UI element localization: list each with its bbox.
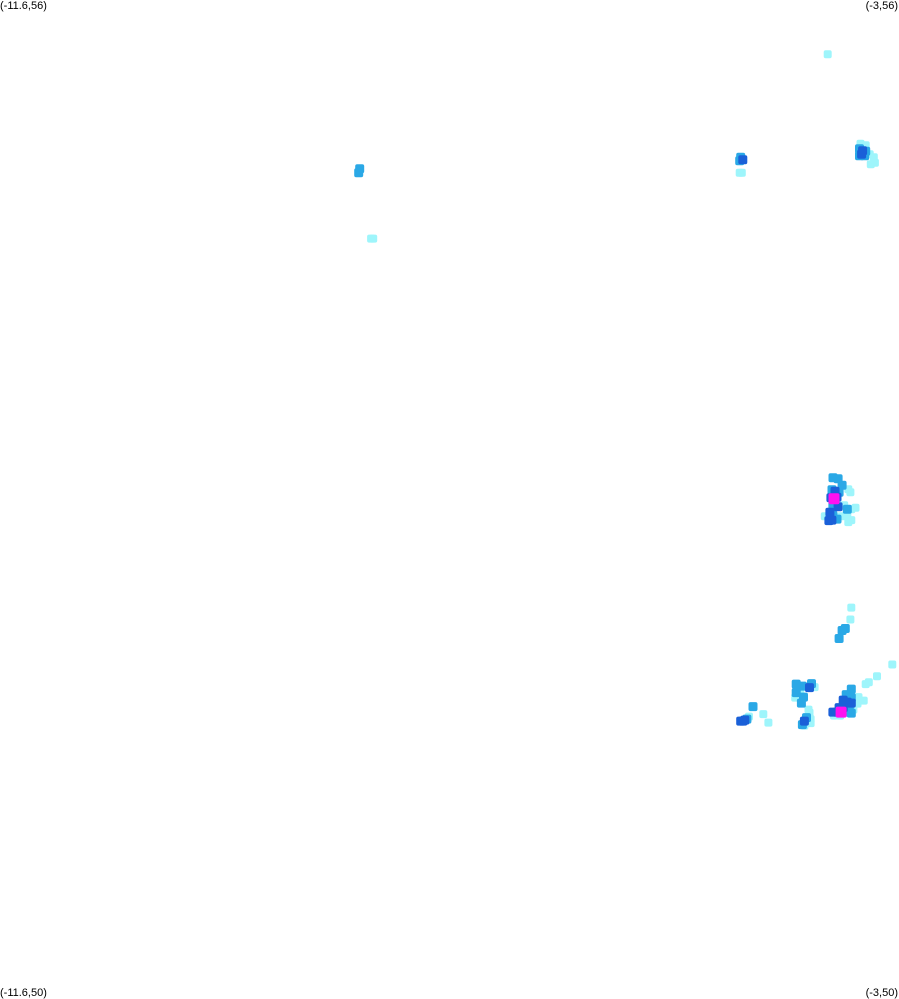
density-cell-mid	[837, 480, 847, 490]
density-cell-low	[844, 518, 853, 527]
density-cell-low	[873, 672, 881, 681]
density-cell-low	[735, 168, 744, 177]
density-cell-high	[825, 507, 835, 517]
density-cell-low	[846, 488, 855, 497]
density-cell-mid	[834, 634, 844, 643]
density-cell-mid	[748, 702, 758, 712]
density-cell-high	[846, 698, 856, 708]
density-cell-high	[805, 683, 814, 693]
density-cell-low	[854, 693, 863, 702]
corner-label-top-left: (-11.6,56)	[0, 0, 47, 12]
density-cell-low	[823, 50, 832, 59]
density-cell-layer	[354, 50, 897, 730]
density-cell-mid	[796, 698, 806, 708]
density-cell-low	[861, 680, 870, 689]
density-cell-low	[851, 503, 860, 512]
density-cell-high	[738, 155, 748, 165]
density-cell-low	[759, 710, 768, 719]
density-cell-mid	[355, 164, 365, 174]
density-cell-mid	[842, 504, 852, 514]
density-cell-low	[847, 603, 856, 612]
density-cell-low	[870, 158, 879, 167]
density-cell-high	[833, 502, 843, 512]
density-cell-low	[764, 718, 773, 727]
density-cell-high	[828, 707, 838, 717]
density-cell-low	[888, 660, 897, 669]
density-cell-low	[369, 234, 378, 243]
density-cell-mid	[791, 688, 801, 698]
density-cell-high	[827, 515, 837, 525]
density-cell-low	[846, 615, 855, 624]
density-cell-high	[857, 149, 867, 159]
density-cell-mid	[846, 708, 856, 718]
density-cell-mid	[791, 679, 801, 689]
corner-label-bottom-right: (-3,50)	[865, 987, 898, 999]
density-cell-high	[740, 715, 750, 725]
corner-label-bottom-left: (-11.6,50)	[0, 987, 47, 999]
density-cell-peak	[828, 493, 840, 505]
density-cell-peak	[835, 706, 847, 718]
corner-label-top-right: (-3,56)	[865, 0, 898, 12]
density-cell-mid	[837, 626, 847, 635]
density-cell-high	[799, 716, 809, 726]
